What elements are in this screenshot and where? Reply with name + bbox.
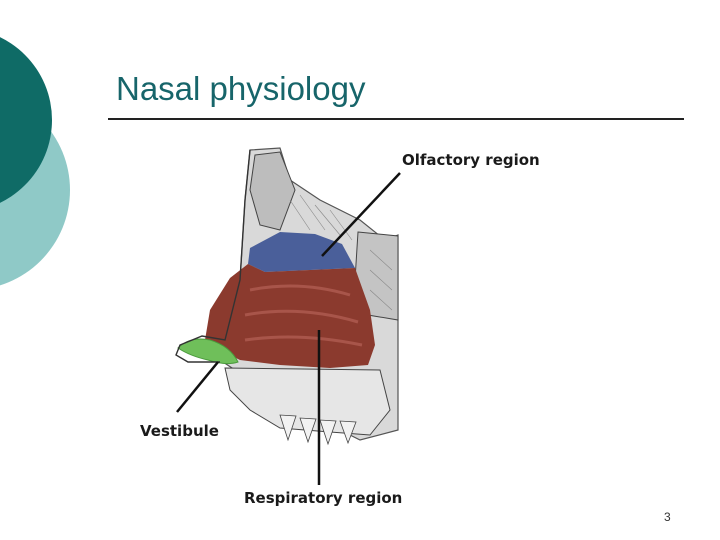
olfactory-region-label: Olfactory region: [402, 151, 540, 169]
olfactory-region-area: [248, 232, 355, 272]
nasal-cavity-illustration: [175, 147, 401, 485]
vestibule-label: Vestibule: [140, 422, 219, 440]
decorative-circle-dark: [0, 37, 52, 203]
bone-texture: [289, 194, 393, 311]
vestibule-leader-line: [176, 361, 219, 413]
respiratory-region-label: Respiratory region: [244, 489, 403, 507]
vestibule-area: [177, 338, 239, 365]
olfactory-leader-line: [321, 172, 401, 257]
slide-number: 3: [664, 510, 671, 524]
teeth: [279, 414, 357, 446]
title-divider: [108, 118, 684, 120]
nose-outline: [175, 149, 251, 363]
frontal-sinus: [249, 151, 296, 231]
slide-title: Nasal physiology: [116, 70, 366, 107]
decorative-circles: [0, 37, 70, 286]
turbinate-folds: [244, 284, 363, 347]
